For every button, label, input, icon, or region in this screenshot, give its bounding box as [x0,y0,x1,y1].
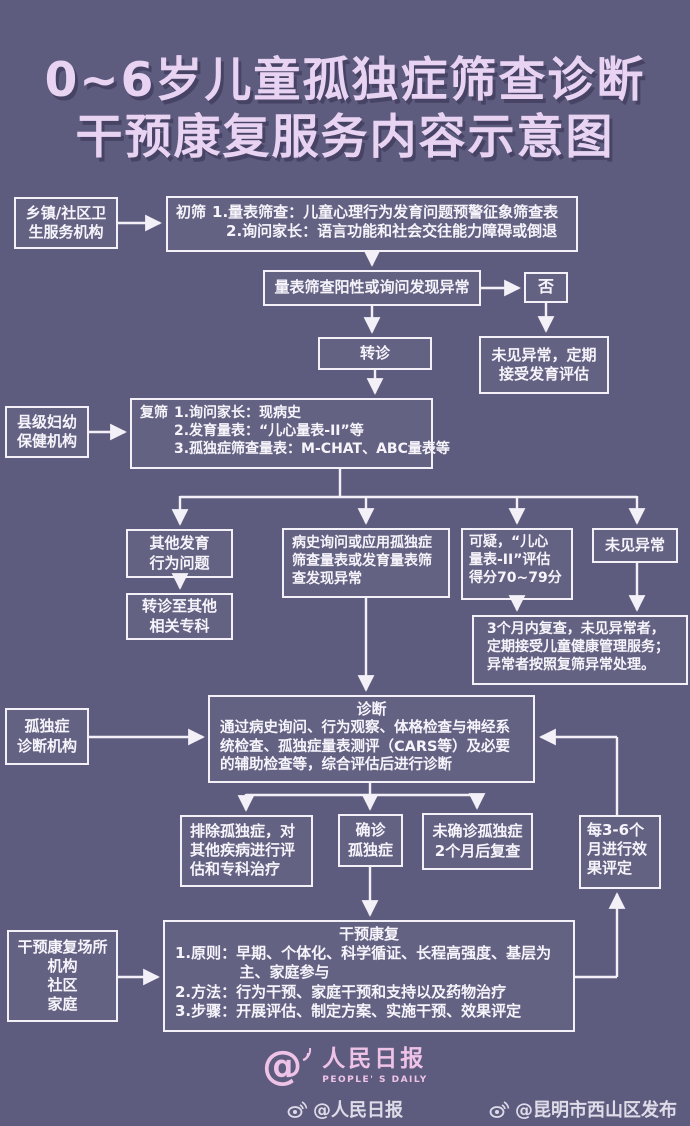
other-dev-line2: 行为问题 [149,553,210,572]
weibo-handle-left: @人民日报 [313,1100,403,1121]
org-intervention-line1: 干预康复场所 [17,937,108,956]
unconfirmed-line2: 2个月后复查 [434,841,521,860]
logo-english: PEOPLE' S DAILY [322,1074,428,1085]
node-recheck-3-months: 3个月内复查，未见异常者，定期接受儿童健康管理服务；异常者按照复筛异常处理。 [472,615,688,685]
refer-other-line2: 相关专科 [149,616,210,635]
suspicious-line1: 可疑，“儿心 [469,534,549,550]
node-no-abnormal-text: 未见异常 [604,535,665,554]
org-diagnosis-line1: 孤独症 [24,717,70,736]
refer-other-line1: 转诊至其他 [141,597,217,616]
node-exclude-autism: 排除孤独症，对其他疾病进行评估和专科治疗 [180,815,313,887]
node-effect-evaluation: 每3-6个月进行效果评定 [579,815,661,889]
node-other-dev-problems: 其他发育 行为问题 [126,529,233,578]
initial-screen-items: 1.量表筛查：儿童心理行为发育问题预警征象筛查表 2.询问家长：语言功能和社会交… [212,203,558,241]
node-unconfirmed-recheck: 未确诊孤独症 2个月后复查 [422,813,533,870]
rescreen-items: 1.询问家长：现病史 2.发育量表：“儿心量表-II”等 3.孤独症筛查量表：M… [174,405,450,459]
confirmed-line1: 确诊 [355,821,386,840]
node-initial-screen: 初筛 1.量表筛查：儿童心理行为发育问题预警征象筛查表 2.询问家长：语言功能和… [166,196,578,252]
node-referral: 转诊 [318,337,432,370]
node-screen-positive: 量表筛查阳性或询问发现异常 [263,270,481,306]
node-org-county: 县级妇幼 保健机构 [5,406,89,458]
node-no-text: 否 [537,277,554,297]
sound-waves-icon [302,1047,312,1061]
rescreen-item2: 2.发育量表：“儿心量表-II”等 [174,422,364,439]
org-county-line2: 保健机构 [16,432,77,450]
node-recheck-3-months-text: 3个月内复查，未见异常者，定期接受儿童健康管理服务；异常者按照复筛异常处理。 [487,621,669,673]
node-intervention: 干预康复 1.原则：早期、个体化、科学循证、长程高强度、基层为主、家庭参与 2.… [163,920,575,1032]
initial-screen-item1: 1.量表筛查：儿童心理行为发育问题预警征象筛查表 [212,203,559,221]
suspicious-line3: 得分70~79分 [469,569,562,586]
no-abnormal-periodic-line2: 接受发育评估 [498,365,589,383]
org-county-line1: 县级妇幼 [16,412,77,431]
diagnosis-body: 通过病史询问、行为观察、体格检查与神经系统检查、孤独症量表测评（CARS等）及必… [220,720,510,774]
node-exclude-autism-text: 排除孤独症，对其他疾病进行评估和专科治疗 [190,822,296,879]
node-confirmed-autism: 确诊 孤独症 [338,814,403,867]
other-dev-line1: 其他发育 [149,534,210,553]
node-effect-evaluation-text: 每3-6个月进行效果评定 [587,821,648,878]
intervention-label: 干预康复 [338,925,399,943]
intervention-item2: 2.方法：行为干预、家庭干预和支持以及药物治疗 [175,982,507,1001]
no-abnormal-periodic-line1: 未见异常，定期 [491,345,597,364]
node-org-township: 乡镇/社区卫生服务机构 [14,197,118,249]
org-intervention-line4: 家庭 [47,995,78,1014]
diagnosis-label: 诊断 [356,700,387,718]
weibo-icon [489,1101,510,1118]
node-no-abnormal: 未见异常 [592,528,678,563]
node-history-abnormal: 病史询问或应用孤独症筛查量表或发育量表筛查发现异常 [282,528,450,598]
rescreen-item1: 1.询问家长：现病史 [174,405,302,421]
node-org-township-text: 乡镇/社区卫生服务机构 [25,203,107,241]
rescreen-label: 复筛 [140,405,168,421]
initial-screen-label: 初筛 [176,203,207,221]
weibo-handle-right: @昆明市西山区发布 [515,1100,677,1121]
peoples-daily-logo-text: 人民日报 PEOPLE' S DAILY [322,1046,428,1085]
confirmed-line2: 孤独症 [347,840,393,859]
weibo-watermark-left: @人民日报 [286,1096,403,1122]
node-history-abnormal-text: 病史询问或应用孤独症筛查量表或发育量表筛查发现异常 [292,535,432,587]
org-intervention-line2: 机构 [47,956,78,975]
node-screen-positive-text: 量表筛查阳性或询问发现异常 [274,278,470,297]
rescreen-item3: 3.孤独症筛查量表：M-CHAT、ABC量表等 [174,440,450,457]
org-intervention-line3: 社区 [47,976,78,994]
node-no: 否 [524,272,568,303]
suspicious-line2: 量表-II”评估 [469,551,551,568]
node-referral-text: 转诊 [359,343,390,362]
node-suspicious-score: 可疑，“儿心 量表-II”评估 得分70~79分 [461,528,573,600]
peoples-daily-logo: @ 人民日报 PEOPLE' S DAILY [0,1046,690,1086]
title-line-1: 0~6岁儿童孤独症筛查诊断 [44,53,646,108]
intervention-item1: 1.原则：早期、个体化、科学循证、长程高强度、基层为主、家庭参与 [175,944,552,982]
title-line-2: 干预康复服务内容示意图 [75,110,615,166]
weibo-icon [287,1101,308,1118]
node-refer-other-specialty: 转诊至其他 相关专科 [126,593,233,640]
logo-chinese: 人民日报 [322,1046,427,1073]
node-org-intervention-places: 干预康复场所 机构 社区 家庭 [7,930,118,1022]
node-diagnosis: 诊断 通过病史询问、行为观察、体格检查与神经系统检查、孤独症量表测评（CARS等… [208,695,535,783]
org-diagnosis-line2: 诊断机构 [16,736,77,755]
node-org-diagnosis: 孤独症 诊断机构 [5,708,89,765]
intervention-item3: 3.步骤：开展评估、制定方案、实施干预、效果评定 [175,1001,522,1020]
page-title: 0~6岁儿童孤独症筛查诊断 干预康复服务内容示意图 [0,52,690,167]
unconfirmed-line1: 未确诊孤独症 [432,822,523,841]
node-rescreen: 复筛 1.询问家长：现病史 2.发育量表：“儿心量表-II”等 3.孤独症筛查量… [130,398,450,469]
node-no-abnormal-periodic: 未见异常，定期 接受发育评估 [479,336,609,394]
initial-screen-item2: 2.询问家长：语言功能和社会交往能力障碍或倒退 [226,222,558,241]
at-icon: @ [262,1043,303,1089]
weibo-watermark-right: @昆明市西山区发布 [488,1096,677,1122]
